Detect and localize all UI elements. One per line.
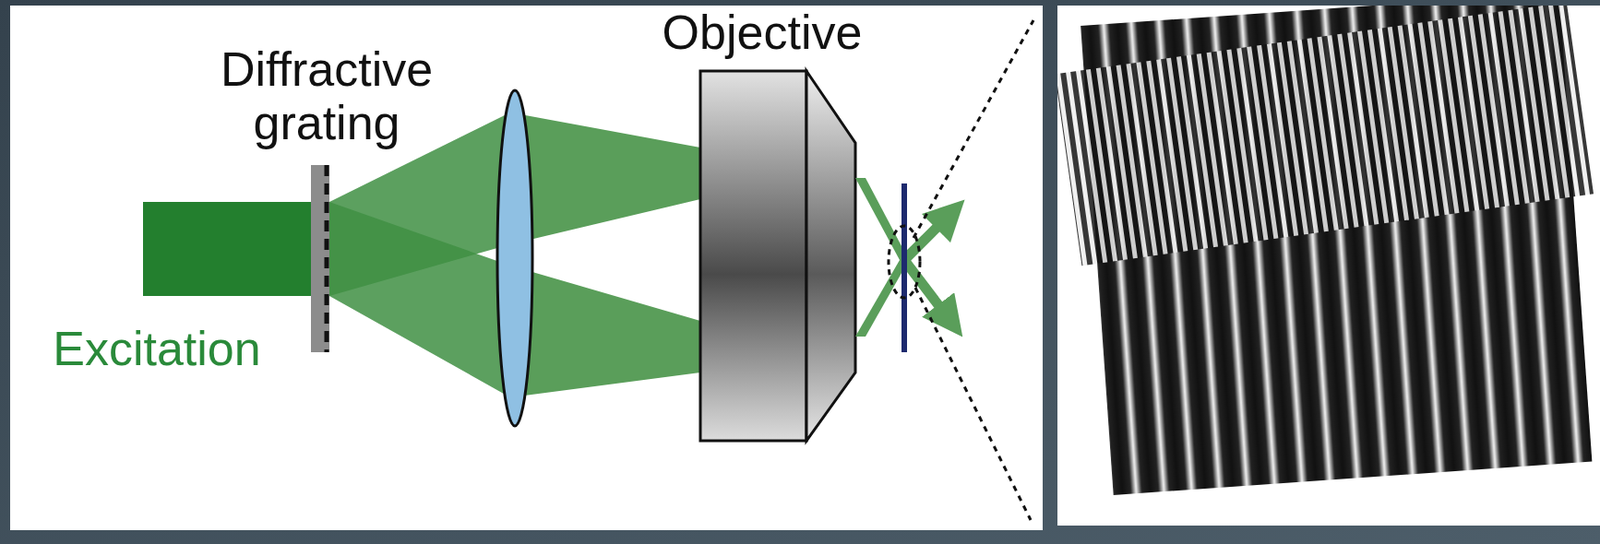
objective-label: Objective <box>623 5 901 60</box>
grating-label: Diffractive grating <box>188 42 466 150</box>
excitation-label: Excitation <box>18 322 296 376</box>
